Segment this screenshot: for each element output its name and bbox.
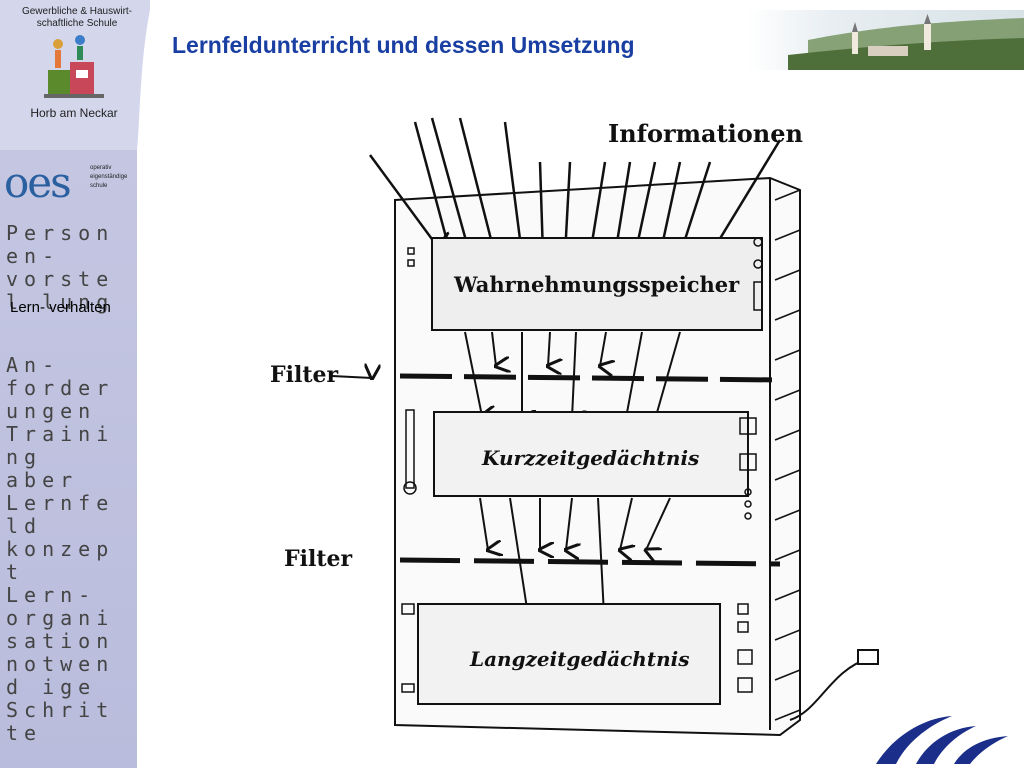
label-filter-2: Filter bbox=[284, 546, 352, 572]
school-header: Gewerbliche & Hauswirt-schaftliche Schul… bbox=[0, 0, 150, 150]
machine-controls bbox=[401, 237, 763, 693]
school-name: Gewerbliche & Hauswirt-schaftliche Schul… bbox=[21, 6, 133, 29]
box-wahrnehmungsspeicher bbox=[431, 237, 763, 331]
town-photo bbox=[748, 10, 1024, 70]
page-title: Lernfeldunterricht und dessen Umsetzung bbox=[172, 32, 635, 58]
sidebar-nav: Person en- vorstel lung An- forder ungen… bbox=[6, 222, 132, 751]
label-wahrnehmungsspeicher: Wahrnehmungsspeicher bbox=[453, 272, 740, 297]
nav-item-current[interactable]: Lern- verhalten bbox=[10, 299, 111, 316]
oes-logo-tagline: operativ eigenständige schule bbox=[90, 165, 128, 189]
label-informationen: Informationen bbox=[608, 119, 803, 148]
oes-logo-letters: oes bbox=[4, 158, 72, 207]
box-langzeitgedaechtnis bbox=[417, 603, 721, 705]
sidebar: Gewerbliche & Hauswirt-schaftliche Schul… bbox=[0, 0, 150, 768]
memory-model-diagram: Informationen Wahrnehmungsspeicher Filte… bbox=[270, 117, 879, 737]
swoosh-logo-icon bbox=[876, 716, 1008, 764]
filter-line-2 bbox=[399, 557, 781, 567]
oes-logo: oes operativ eigenständige schule bbox=[0, 160, 137, 206]
nav-item-personen-vorstellung[interactable]: Person en- vorstel lung bbox=[6, 221, 115, 314]
nav-item-anforderungen[interactable]: An- forder ungen Traini ng aber Lernfeld… bbox=[6, 353, 115, 745]
school-town: Horb am Neckar bbox=[30, 106, 118, 120]
label-filter-1: Filter bbox=[270, 362, 338, 388]
label-kurzzeitgedaechtnis: Kurzzeitgedächtnis bbox=[481, 446, 699, 470]
label-langzeitgedaechtnis: Langzeitgedächtnis bbox=[469, 647, 689, 671]
arrows-box1-to-box2 bbox=[464, 331, 681, 418]
arrows-box2-to-box3 bbox=[479, 497, 671, 615]
school-logo bbox=[44, 35, 104, 98]
